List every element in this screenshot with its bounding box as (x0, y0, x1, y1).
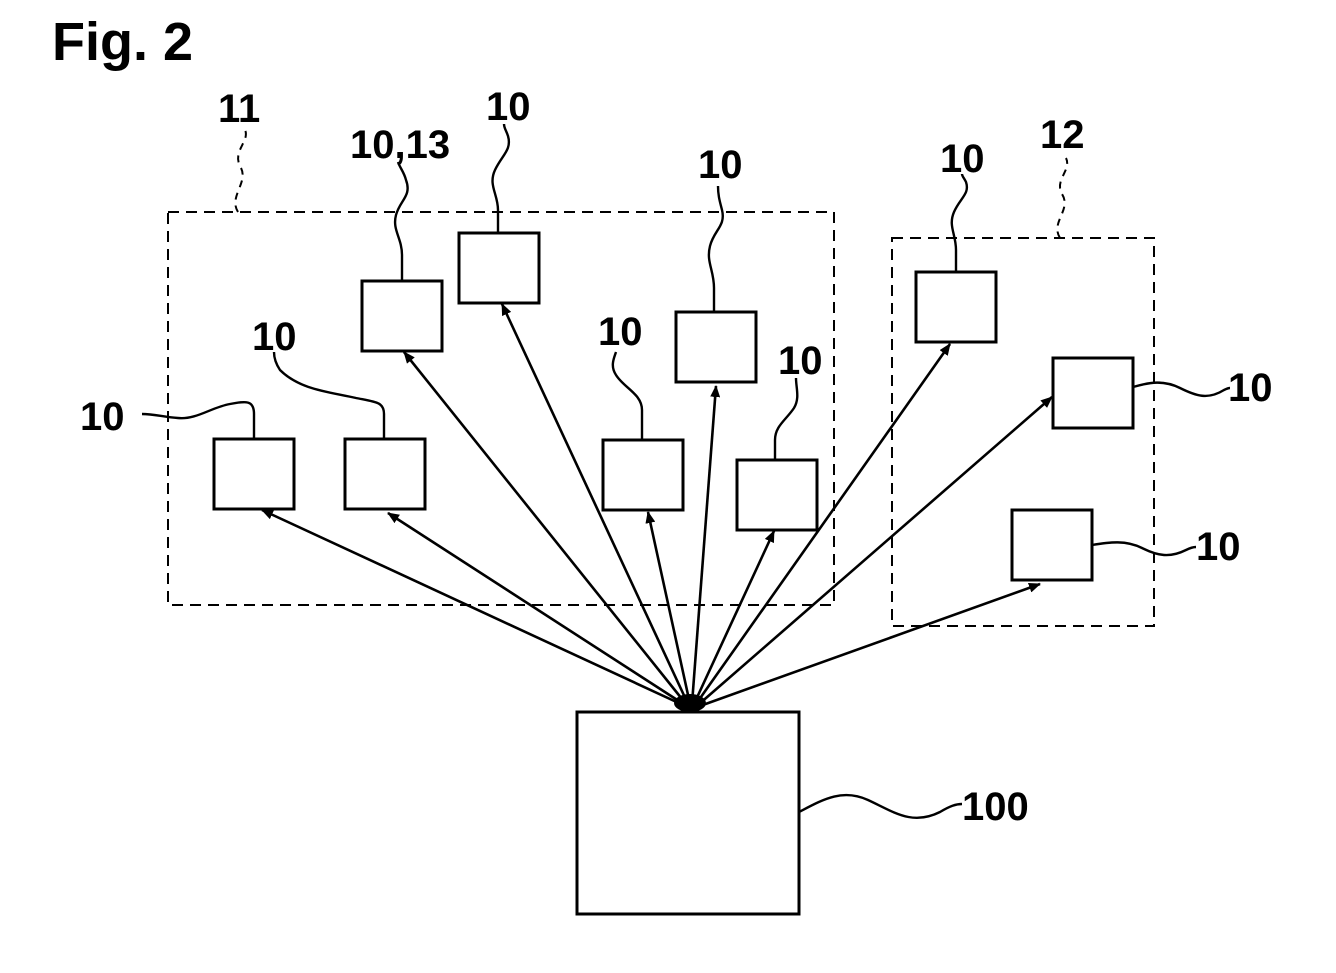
device-leader (1133, 383, 1230, 396)
device-label: 10 (598, 310, 643, 354)
central-unit-label: 100 (962, 785, 1029, 829)
group-12-label: 12 (1040, 113, 1085, 157)
arrow-to-device (698, 397, 1052, 705)
device-label: 10 (252, 315, 297, 359)
group-12-leader (1057, 158, 1067, 238)
device-box (345, 439, 425, 509)
device-box (737, 460, 817, 530)
device-label: 10,13 (350, 123, 450, 167)
arrow-to-device (388, 513, 685, 705)
device-box (214, 439, 294, 509)
device-box (459, 233, 539, 303)
arrow-to-device (700, 584, 1040, 706)
device-box (1012, 510, 1092, 580)
group-11-label: 11 (218, 87, 260, 131)
device-label: 10 (1196, 525, 1241, 569)
device-box (676, 312, 756, 382)
central-unit-leader (799, 795, 962, 818)
device-box (916, 272, 996, 342)
arrow-to-device (262, 510, 683, 705)
device-label: 10 (80, 395, 125, 439)
device-label: 10 (698, 143, 743, 187)
device-label: 10 (1228, 366, 1273, 410)
device-leader (493, 124, 509, 233)
device-leader (274, 352, 384, 439)
device-leader (952, 174, 967, 272)
device-box (1053, 358, 1133, 428)
arrow-to-device (648, 512, 690, 704)
arrow-to-device (692, 386, 716, 704)
device-leader (395, 162, 408, 281)
arrow-origin-hub (674, 694, 706, 712)
device-label: 10 (940, 137, 985, 181)
central-unit-box (577, 712, 799, 914)
device-box (362, 281, 442, 351)
device-leader (613, 352, 642, 440)
arrow-to-device (694, 531, 774, 704)
device-label: 10 (486, 85, 531, 129)
device-box (603, 440, 683, 510)
device-leader (775, 378, 797, 460)
device-leader (142, 402, 254, 439)
device-leader (1092, 542, 1196, 555)
arrow-to-device (404, 352, 686, 704)
arrow-to-device (696, 344, 950, 704)
figure-title: Fig. 2 (52, 12, 193, 72)
group-11-leader (235, 128, 246, 212)
device-label: 10 (778, 339, 823, 383)
device-leader (709, 186, 723, 312)
